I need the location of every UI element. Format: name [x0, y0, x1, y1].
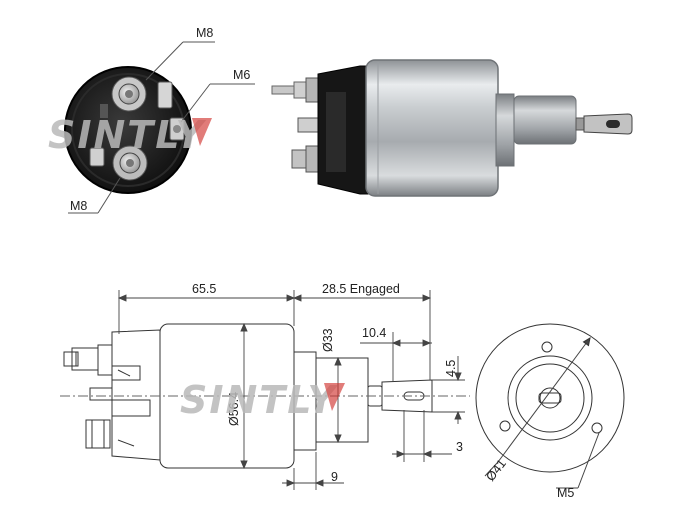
dim-65-5: 65.5 — [192, 282, 216, 296]
end-view-photo — [64, 66, 192, 194]
side-view-photo — [271, 59, 633, 197]
photo-callouts: M8 M6 M8 — [68, 26, 255, 214]
dim-28-5-engaged: 28.5 Engaged — [322, 282, 400, 296]
dim-4-5: 4.5 — [444, 360, 458, 377]
dim-3: 3 — [456, 440, 463, 454]
callout-top-m8: M8 — [196, 26, 213, 40]
dimension-labels: 65.5 28.5 Engaged Ø33 10.4 4.5 Ø56.4 3 9 — [192, 282, 463, 484]
dim-d56-4: Ø56.4 — [227, 392, 241, 426]
watermark-top: SINTLY — [48, 113, 212, 157]
dim-d41: Ø41 — [483, 457, 509, 484]
callout-m5: M5 — [557, 486, 574, 500]
callout-right-m6: M6 — [233, 68, 250, 82]
watermark-brand-top: SINTLY — [48, 113, 207, 157]
dim-d33: Ø33 — [321, 328, 335, 352]
insulator — [100, 104, 108, 118]
small-terminal — [157, 81, 185, 141]
watermark-brand-bottom: SINTLY — [180, 378, 339, 422]
dim-9: 9 — [331, 470, 338, 484]
front-view-drawing — [475, 323, 625, 489]
callout-bottom-m8: M8 — [70, 199, 87, 213]
bottom-terminal-stud — [112, 145, 148, 181]
dimension-lines — [117, 290, 465, 490]
dim-10-4: 10.4 — [362, 326, 386, 340]
top-terminal-stud — [111, 76, 147, 112]
spade-terminal — [89, 147, 105, 167]
watermark-bottom: SINTLY — [180, 378, 345, 422]
